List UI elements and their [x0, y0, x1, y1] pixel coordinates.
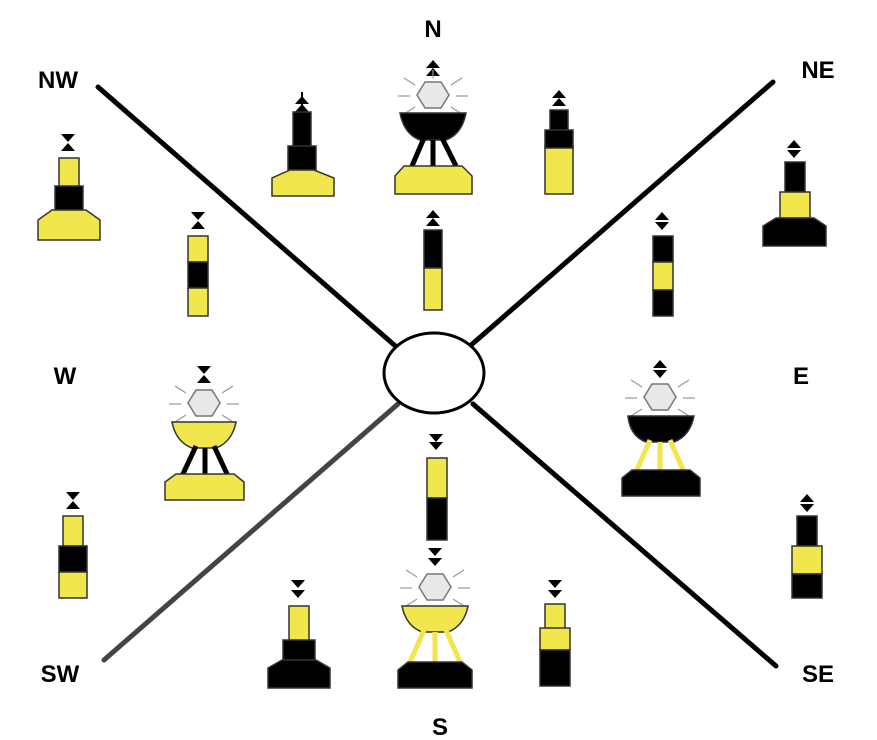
north-spar-buoy: [544, 90, 574, 195]
north-topmark-icon: [426, 210, 440, 226]
south-spar-buoy: [539, 580, 571, 687]
label-w: W: [54, 363, 77, 390]
north-topmark-icon: [552, 90, 566, 106]
south-pillar-buoy: [267, 580, 331, 689]
south-lit-buoy: [397, 548, 473, 689]
west-lit-buoy: [164, 366, 245, 501]
west-topmark-icon: [191, 212, 205, 229]
west-small-spar: [187, 212, 209, 317]
north-pillar-buoy: [271, 92, 335, 197]
east-topmark-icon: [787, 140, 801, 158]
danger-point: [382, 331, 486, 415]
light-icon: [169, 385, 239, 423]
west-topmark-icon: [61, 134, 75, 151]
label-s: S: [432, 714, 448, 740]
east-topmark-icon: [653, 360, 667, 378]
label-se: SE: [802, 661, 834, 688]
east-topmark-icon: [800, 494, 814, 512]
line-sw: [101, 401, 401, 663]
south-small-spar: [426, 434, 448, 541]
line-se: [470, 401, 779, 669]
west-pillar-buoy-nw: [37, 134, 101, 241]
dividing-lines: [95, 79, 779, 669]
line-ne: [467, 79, 776, 349]
east-small-spar: [652, 212, 674, 317]
west-spar-buoy-sw: [58, 492, 88, 599]
label-ne: NE: [801, 57, 834, 84]
south-topmark-icon: [548, 580, 562, 598]
east-pillar-buoy-ne: [762, 140, 827, 247]
north-small-spar: [423, 210, 443, 311]
label-e: E: [793, 363, 809, 390]
west-topmark-icon: [66, 492, 80, 509]
label-nw: NW: [38, 67, 78, 94]
east-topmark-icon: [655, 212, 669, 230]
label-sw: SW: [41, 661, 80, 688]
light-icon: [625, 379, 695, 417]
light-icon: [400, 569, 470, 607]
south-topmark-icon: [429, 434, 443, 450]
south-topmark-icon: [291, 580, 305, 598]
east-spar-buoy-se: [791, 494, 823, 599]
east-lit-buoy: [621, 360, 701, 497]
label-n: N: [424, 16, 441, 43]
north-lit-buoy: [394, 60, 473, 195]
north-topmark-icon: [295, 92, 309, 116]
west-topmark-icon: [197, 366, 211, 383]
line-nw: [95, 84, 403, 353]
south-topmark-icon: [428, 548, 442, 566]
